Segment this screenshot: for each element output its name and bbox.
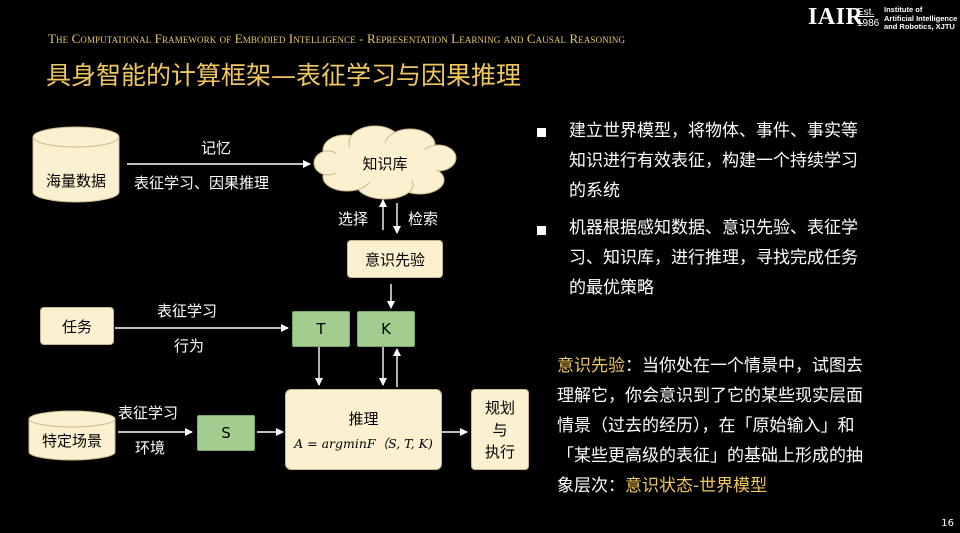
task-box: 任务	[40, 307, 114, 345]
bullet-1-line-2: 知识进行有效表征，构建一个持续学习	[569, 151, 858, 171]
bullet-2-line-2: 习、知识库，进行推理，寻找完成任务	[569, 248, 858, 268]
repr-causal-label: 表征学习、因果推理	[134, 174, 270, 192]
institute-line-1: Institute of	[884, 5, 923, 14]
prior-box: 意识先验	[347, 240, 443, 278]
plan-execute-box: 规划 与 执行	[471, 389, 529, 470]
logo-year-text: 1986	[857, 18, 880, 29]
prior-line-5: 象层次：	[557, 476, 625, 496]
bullet-1-line-1: 建立世界模型，将物体、事件、事实等	[569, 121, 858, 141]
select-label: 选择	[338, 210, 369, 228]
knowledge-cloud-shape	[313, 125, 457, 200]
scene-cylinder-label: 特定场景	[41, 432, 102, 450]
bullet-2: 机器根据感知数据、意识先验、表征学 习、知识库，进行推理，寻找完成任务 的最优策…	[569, 213, 944, 303]
prior-explanation: 意识先验：当你处在一个情景中，试图去 理解它，你会意识到了它的某些现实层面 情景…	[557, 351, 942, 501]
scene-cylinder-shape	[28, 410, 116, 461]
plan-line-2: 与	[492, 420, 508, 439]
t-box: T	[292, 311, 350, 347]
k-box: K	[357, 311, 415, 347]
plan-line-1: 规划	[484, 398, 515, 417]
reasoning-formula: A = argminF（S, T, K)	[294, 435, 433, 451]
page-number: 16	[941, 518, 954, 529]
english-subtitle: The Computational Framework of Embodied …	[48, 31, 626, 46]
logo-established: Est. 1986	[857, 7, 879, 29]
reasoning-title: 推理	[348, 409, 379, 428]
prior-line-2: 理解它，你会意识到了它的某些现实层面	[557, 386, 863, 406]
memory-label: 记忆	[201, 139, 232, 157]
data-cylinder-label: 海量数据	[45, 172, 106, 190]
bullet-marker-1	[537, 128, 546, 137]
institute-name: Institute of Artificial Intelligence and…	[884, 5, 958, 32]
scene-repr-label: 表征学习	[118, 404, 179, 422]
prior-line-1: ：当你处在一个情景中，试图去	[625, 356, 863, 376]
bullet-1-line-3: 的系统	[569, 181, 620, 201]
bullet-2-line-1: 机器根据感知数据、意识先验、表征学	[569, 218, 858, 238]
task-behavior-label: 行为	[174, 337, 205, 355]
s-box: S	[197, 415, 255, 451]
knowledge-base-label: 知识库	[362, 155, 408, 173]
bullet-2-line-3: 的最优策略	[569, 278, 654, 298]
plan-line-3: 执行	[484, 442, 515, 461]
prior-line-4: 「某些更高级的表征」的基础上形成的抽	[557, 446, 863, 466]
institute-line-3: and Robotics, XJTU	[884, 22, 955, 31]
scene-env-label: 环境	[135, 439, 166, 457]
retrieve-label: 检索	[408, 210, 439, 228]
bullet-1: 建立世界模型，将物体、事件、事实等 知识进行有效表征，构建一个持续学习 的系统	[569, 116, 944, 206]
bullet-marker-2	[537, 226, 546, 235]
prior-term: 意识先验	[557, 356, 625, 376]
task-repr-label: 表征学习	[157, 302, 218, 320]
slide-title: 具身智能的计算框架—表征学习与因果推理	[46, 61, 522, 90]
iair-logo: IAIR	[808, 4, 864, 30]
data-cylinder-shape	[32, 126, 120, 203]
logo-est-text: Est.	[857, 7, 875, 18]
reasoning-box: 推理 A = argminF（S, T, K)	[285, 389, 442, 470]
institute-line-2: Artificial Intelligence	[884, 13, 958, 23]
prior-highlight: 意识状态-世界模型	[625, 476, 768, 496]
prior-line-3: 情景（过去的经历），在「原始输入」和	[557, 416, 855, 436]
